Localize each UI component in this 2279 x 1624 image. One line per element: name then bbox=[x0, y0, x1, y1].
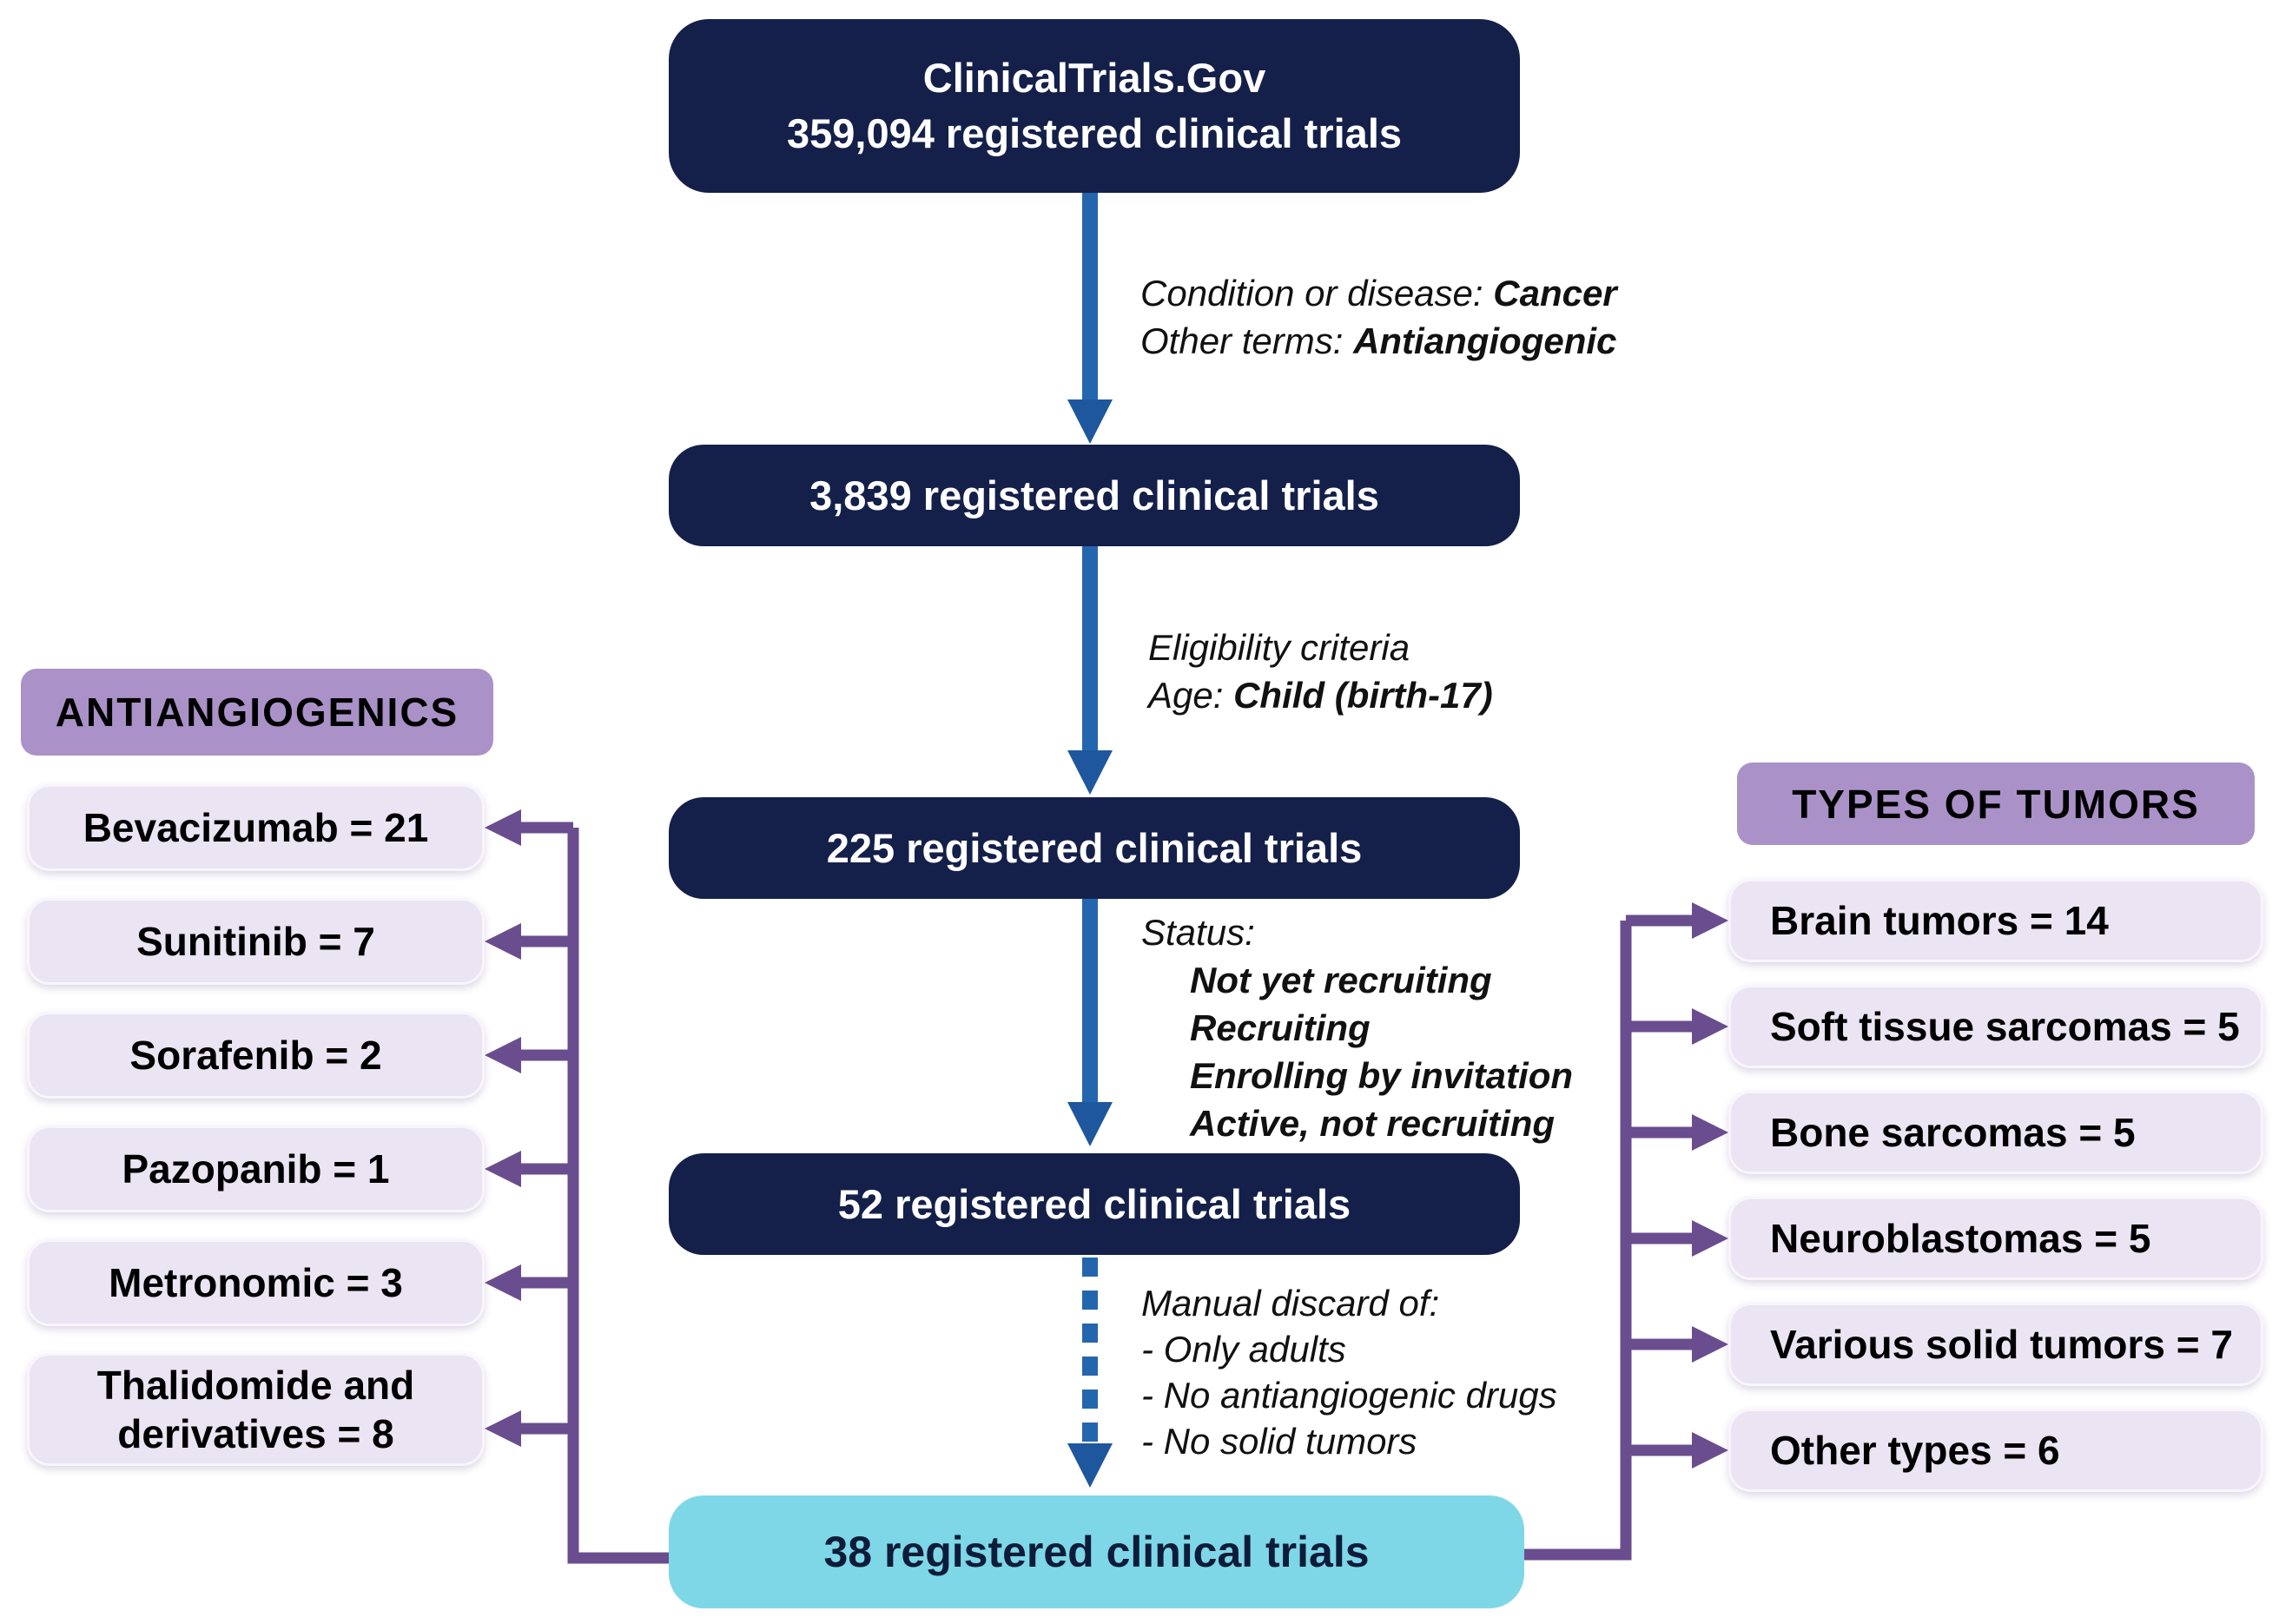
final-box-38: 38 registered clinical trials bbox=[669, 1495, 1524, 1608]
left-connector bbox=[521, 822, 670, 1564]
item-label: Sorafenib = 2 bbox=[129, 1033, 382, 1078]
filter-search-terms: Condition or disease: Cancer Other terms… bbox=[1140, 269, 1617, 365]
filter-status-item: Active, not recruiting bbox=[1190, 1103, 1556, 1144]
item-label: Soft tissue sarcomas = 5 bbox=[1770, 1004, 2240, 1049]
flow-arrow-1 bbox=[1067, 192, 1113, 444]
item-label: Various solid tumors = 7 bbox=[1770, 1322, 2233, 1367]
item-label: Thalidomide and derivatives = 8 bbox=[96, 1363, 415, 1456]
filter-line: Other terms: Antiangiogenic bbox=[1140, 320, 1617, 361]
filter-manual-discard: Manual discard of: - Only adults - No an… bbox=[1141, 1280, 1557, 1464]
step-box-3839-label: 3,839 registered clinical trials bbox=[809, 472, 1379, 518]
filter-status-title: Status: bbox=[1141, 912, 1255, 953]
flow-arrow-3 bbox=[1067, 899, 1113, 1146]
step-box-52-label: 52 registered clinical trials bbox=[837, 1180, 1351, 1227]
right-connector bbox=[1524, 914, 1692, 1561]
filter-discard-item: - No solid tumors bbox=[1141, 1421, 1417, 1462]
filter-discard-item: - Only adults bbox=[1141, 1329, 1346, 1370]
source-box-title: ClinicalTrials.Gov bbox=[922, 55, 1266, 101]
item-label: Sunitinib = 7 bbox=[136, 919, 375, 964]
antiangiogenic-item-metronomic: Metronomic = 3 bbox=[27, 1239, 485, 1326]
tumor-type-item-soft-tissue: Soft tissue sarcomas = 5 bbox=[1728, 985, 2263, 1068]
tumor-types-header-label: TYPES OF TUMORS bbox=[1792, 781, 2200, 827]
antiangiogenic-item-pazopanib: Pazopanib = 1 bbox=[27, 1126, 485, 1212]
tumor-type-item-various-solid: Various solid tumors = 7 bbox=[1728, 1303, 2263, 1386]
source-box: ClinicalTrials.Gov 359,094 registered cl… bbox=[669, 19, 1520, 193]
filter-status: Status: Not yet recruiting Recruiting En… bbox=[1141, 908, 1573, 1147]
final-box-38-label: 38 registered clinical trials bbox=[823, 1528, 1370, 1576]
tumor-type-item-bone: Bone sarcomas = 5 bbox=[1728, 1091, 2263, 1174]
filter-discard-title: Manual discard of: bbox=[1141, 1283, 1440, 1324]
item-label: Neuroblastomas = 5 bbox=[1770, 1216, 2151, 1261]
antiangiogenic-item-sorafenib: Sorafenib = 2 bbox=[27, 1012, 485, 1099]
flow-arrow-2 bbox=[1067, 545, 1113, 795]
filter-status-item: Not yet recruiting bbox=[1190, 960, 1492, 1000]
antiangiogenic-item-sunitinib: Sunitinib = 7 bbox=[27, 898, 485, 985]
item-label: Bone sarcomas = 5 bbox=[1770, 1110, 2136, 1155]
flow-arrow-4-dashed bbox=[1067, 1258, 1113, 1488]
step-box-52: 52 registered clinical trials bbox=[669, 1153, 1520, 1255]
filter-line: Age: Child (birth-17) bbox=[1148, 675, 1493, 716]
filter-discard-item: - No antiangiogenic drugs bbox=[1141, 1375, 1557, 1416]
item-label: Other types = 6 bbox=[1770, 1428, 2060, 1473]
tumor-types-header: TYPES OF TUMORS bbox=[1737, 762, 2255, 845]
source-box-count: 359,094 registered clinical trials bbox=[786, 110, 1403, 156]
tumor-type-item-other: Other types = 6 bbox=[1728, 1409, 2263, 1492]
filter-eligibility: Eligibility criteria Age: Child (birth-1… bbox=[1148, 624, 1493, 719]
right-connector-arrowheads bbox=[1692, 902, 1728, 1469]
item-label: Brain tumors = 14 bbox=[1770, 898, 2109, 943]
item-label: Metronomic = 3 bbox=[109, 1260, 403, 1305]
step-box-225: 225 registered clinical trials bbox=[669, 797, 1520, 899]
item-label: Pazopanib = 1 bbox=[122, 1146, 390, 1192]
filter-status-item: Enrolling by invitation bbox=[1190, 1055, 1573, 1096]
tumor-type-item-neuroblastoma: Neuroblastomas = 5 bbox=[1728, 1197, 2263, 1280]
antiangiogenics-header-label: ANTIANGIOGENICS bbox=[55, 690, 459, 735]
step-box-3839: 3,839 registered clinical trials bbox=[669, 445, 1520, 546]
item-label: Bevacizumab = 21 bbox=[83, 805, 429, 850]
step-box-225-label: 225 registered clinical trials bbox=[826, 824, 1363, 871]
filter-status-item: Recruiting bbox=[1190, 1007, 1371, 1048]
antiangiogenic-item-bevacizumab: Bevacizumab = 21 bbox=[27, 784, 485, 871]
antiangiogenic-item-thalidomide: Thalidomide and derivatives = 8 bbox=[27, 1353, 485, 1466]
filter-line: Condition or disease: Cancer bbox=[1140, 273, 1617, 314]
antiangiogenics-header: ANTIANGIOGENICS bbox=[21, 669, 493, 756]
left-connector-arrowheads bbox=[485, 809, 521, 1447]
filter-line: Eligibility criteria bbox=[1148, 627, 1410, 668]
tumor-type-item-brain: Brain tumors = 14 bbox=[1728, 879, 2263, 962]
